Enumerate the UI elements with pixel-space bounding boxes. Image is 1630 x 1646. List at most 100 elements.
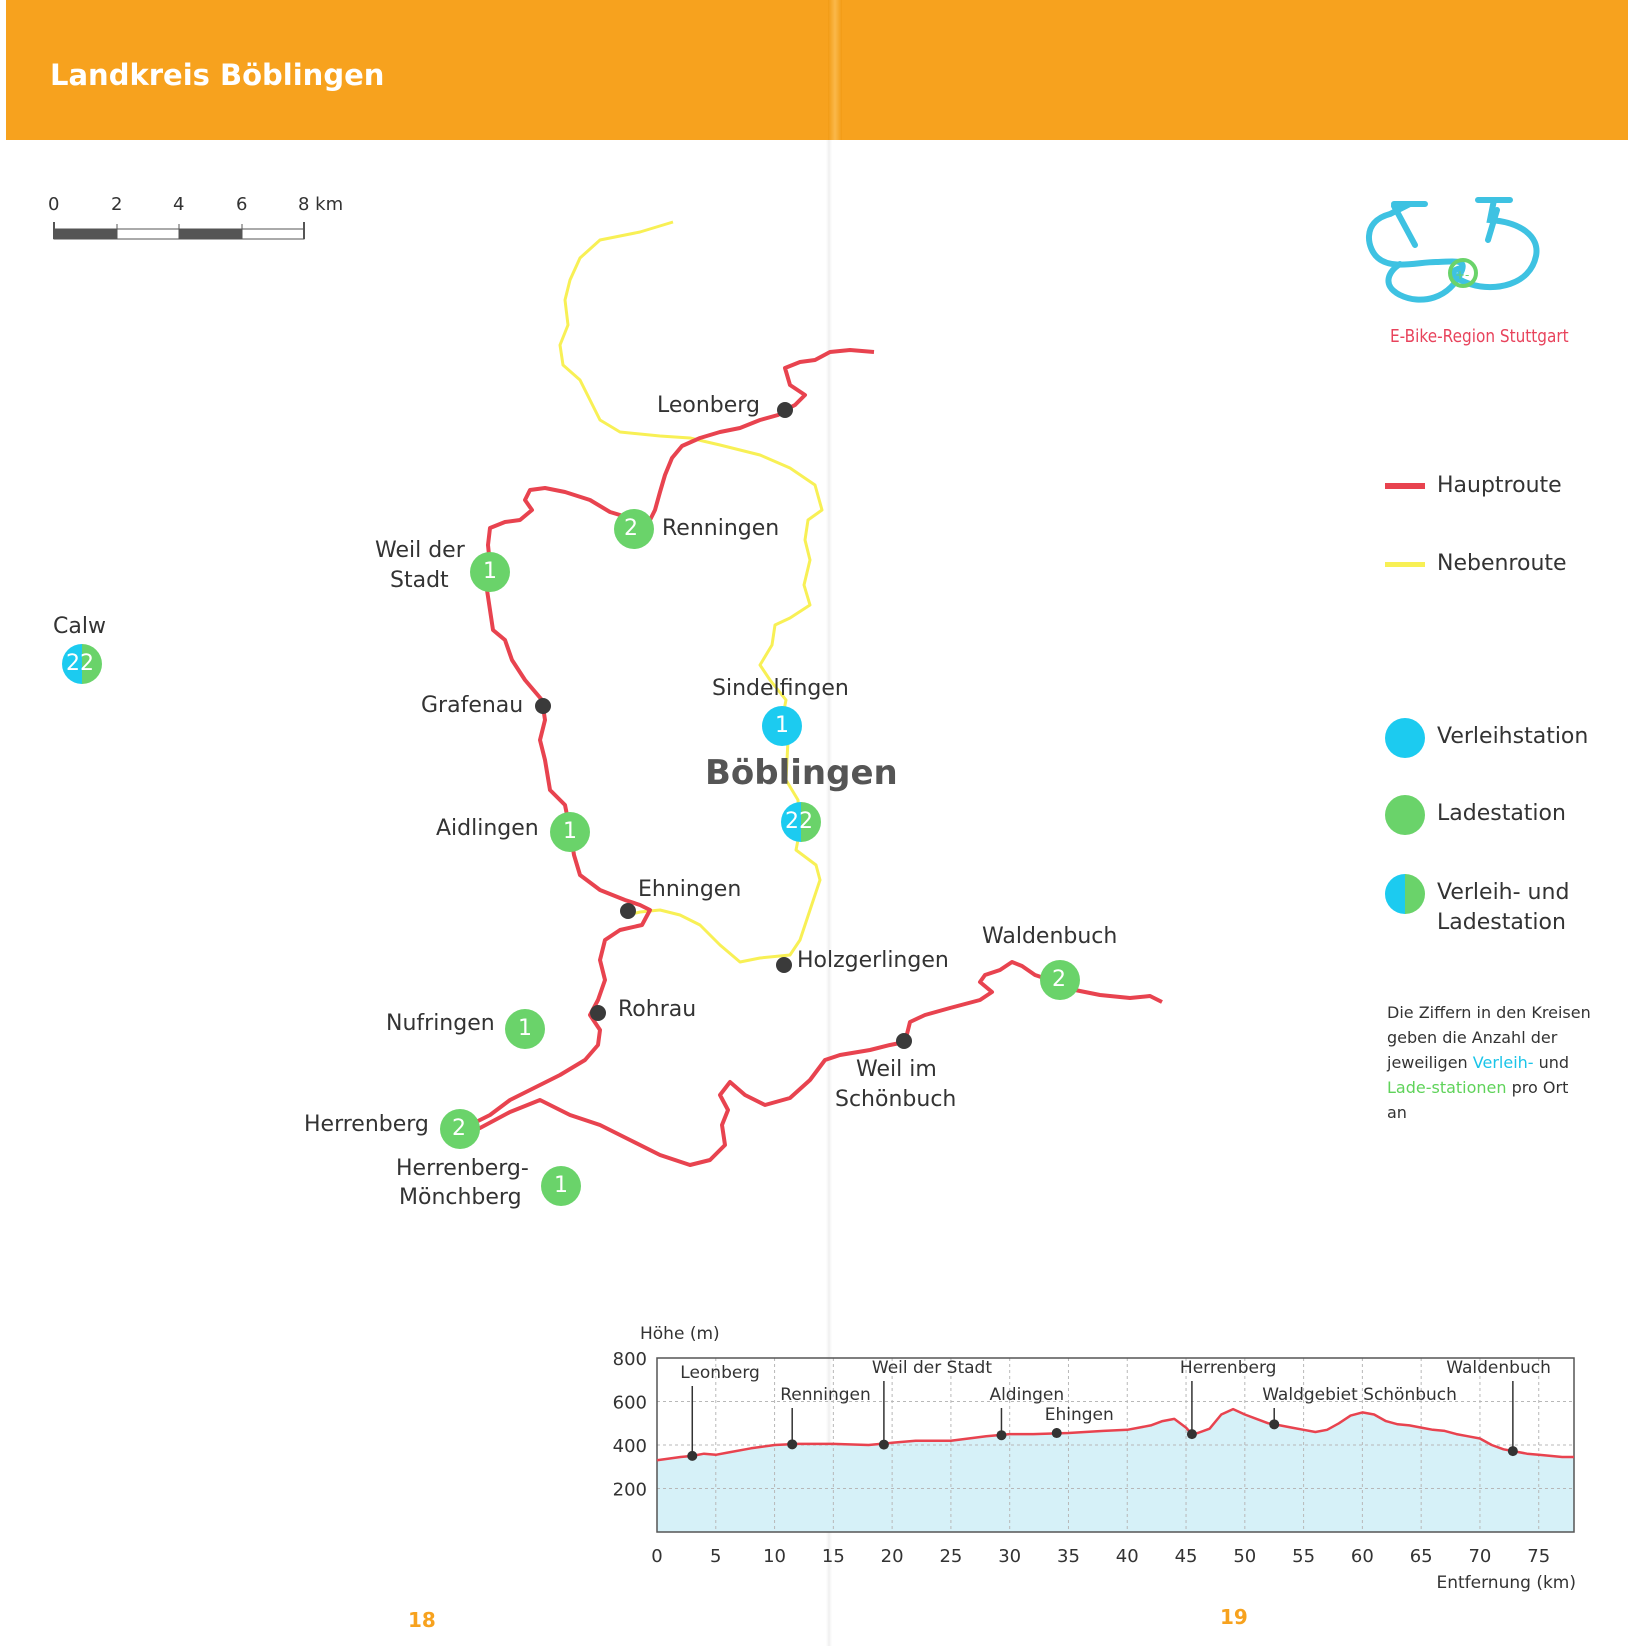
profile-x-tick-label: 35: [1057, 1546, 1080, 1567]
station-count: 1: [554, 1173, 568, 1198]
note-verleih: Verleih-: [1472, 1053, 1534, 1072]
profile-x-tick-label: 75: [1527, 1546, 1550, 1567]
station-count: 22: [785, 809, 813, 834]
profile-x-tick-label: 45: [1175, 1546, 1198, 1567]
profile-x-tick-label: 70: [1468, 1546, 1491, 1567]
profile-annotation-label: Aldingen: [989, 1385, 1064, 1405]
profile-marker-dot: [787, 1439, 798, 1450]
profile-annotation-label: Herrenberg: [1180, 1358, 1277, 1378]
scale-tick: 6: [236, 194, 248, 215]
legend-swatch-hauptroute: [1385, 483, 1425, 489]
station-count: 1: [775, 713, 789, 738]
place-label-herrenberg-moenchberg: Mönchberg: [399, 1185, 522, 1210]
profile-line: [656, 1407, 1574, 1462]
note-lade: Lade-stationen: [1387, 1078, 1507, 1097]
legend-swatch-verleih: [1385, 718, 1425, 758]
profile-y-tick-label: 600: [613, 1393, 647, 1414]
scale-tick: 2: [111, 194, 123, 215]
station-count: 2: [452, 1116, 466, 1141]
profile-annotation-label: Waldgebiet Schönbuch: [1262, 1385, 1457, 1405]
profile-marker-dot: [1186, 1429, 1197, 1440]
profile-x-tick-label: 0: [651, 1546, 662, 1567]
profile-x-tick-label: 65: [1410, 1546, 1433, 1567]
legend-label-ladestation: Ladestation: [1437, 801, 1566, 826]
station-count: 1: [518, 1016, 532, 1041]
town-dot-grafenau: [535, 698, 551, 714]
profile-x-tick-label: 30: [998, 1546, 1021, 1567]
place-label-grafenau: Grafenau: [421, 693, 524, 718]
place-label-ehningen: Ehningen: [638, 877, 742, 902]
page-number-left: 18: [408, 1608, 436, 1632]
town-dot-leonberg: [777, 402, 793, 418]
place-label-rohrau: Rohrau: [618, 997, 697, 1022]
place-label-aidlingen: Aidlingen: [436, 816, 539, 841]
profile-y-tick-label: 800: [613, 1349, 647, 1370]
nebenroute-line: [558, 220, 824, 964]
note-text: Die Ziffern in den Kreisen geben die Anz…: [1387, 1003, 1591, 1072]
profile-annotation-label: Ehingen: [1045, 1405, 1114, 1425]
note-text: pro Ort an: [1387, 1078, 1569, 1122]
place-label-calw: Calw: [53, 614, 106, 639]
profile-annotation-label: Leonberg: [680, 1363, 760, 1383]
profile-marker-dot: [878, 1439, 889, 1450]
logo-caption: E-Bike-Region Stuttgart: [1390, 326, 1569, 347]
place-label-sindelfingen: Sindelfingen: [712, 676, 849, 701]
place-label-weil-im-schoenbuch: Weil im: [856, 1057, 937, 1082]
station-count: 1: [483, 559, 497, 584]
note-text: und: [1533, 1053, 1570, 1072]
profile-marker-dot: [1507, 1446, 1518, 1457]
place-label-boeblingen: Böblingen: [705, 753, 898, 793]
profile-x-tick-label: 10: [763, 1546, 786, 1567]
profile-x-tick-label: 60: [1351, 1546, 1374, 1567]
place-label-holzgerlingen: Holzgerlingen: [797, 948, 949, 973]
place-label-nufringen: Nufringen: [386, 1011, 495, 1036]
profile-x-tick-label: 20: [881, 1546, 904, 1567]
svg-text:+-: +-: [1455, 268, 1469, 282]
place-label-weil-der-stadt: Stadt: [390, 568, 449, 593]
profile-y-axis-label: Höhe (m): [640, 1324, 720, 1344]
town-dot-rohrau: [590, 1005, 606, 1021]
station-count: 22: [66, 651, 94, 676]
place-label-weil-der-stadt: Weil der: [375, 538, 465, 563]
scale-tick: 0: [48, 194, 60, 215]
profile-y-tick-label: 200: [613, 1480, 647, 1501]
station-count: 2: [624, 516, 638, 541]
profile-area: [657, 1409, 1574, 1532]
profile-x-axis-label: Entfernung (km): [1436, 1573, 1576, 1593]
profile-marker-dot: [996, 1430, 1007, 1441]
town-dot-ehningen: [620, 903, 636, 919]
place-label-weil-im-schoenbuch: Schönbuch: [835, 1087, 957, 1112]
profile-x-tick-label: 5: [710, 1546, 721, 1567]
legend-note: Die Ziffern in den Kreisen geben die Anz…: [1387, 1000, 1592, 1125]
profile-x-tick-label: 40: [1116, 1546, 1139, 1567]
legend-swatch-both: [1385, 874, 1405, 914]
scale-tick: 8 km: [298, 194, 344, 215]
place-label-herrenberg-moenchberg: Herrenberg-: [396, 1156, 529, 1181]
profile-x-tick-label: 25: [939, 1546, 962, 1567]
legend-label-verleih-lade: Verleih- und: [1437, 880, 1570, 905]
station-count: 1: [563, 819, 577, 844]
place-label-waldenbuch: Waldenbuch: [982, 924, 1118, 949]
profile-marker-dot: [1051, 1428, 1062, 1439]
place-label-renningen: Renningen: [662, 516, 780, 541]
profile-annotation-label: Weil der Stadt: [872, 1358, 992, 1378]
legend-swatch-nebenroute: [1385, 562, 1425, 567]
page-number-right: 19: [1220, 1605, 1248, 1629]
page-fold: [828, 0, 842, 140]
header-band: [6, 0, 1628, 140]
place-label-herrenberg: Herrenberg: [304, 1112, 429, 1137]
town-dot-weil-im-schoenbuch: [896, 1033, 912, 1049]
profile-x-tick-label: 55: [1292, 1546, 1315, 1567]
legend-label-verleih-lade: Ladestation: [1437, 910, 1566, 935]
page-fold-body: [826, 140, 832, 1646]
legend-label-hauptroute: Hauptroute: [1437, 473, 1562, 498]
legend-label-nebenroute: Nebenroute: [1437, 551, 1567, 576]
station-count: 2: [1052, 967, 1066, 992]
profile-x-tick-label: 50: [1233, 1546, 1256, 1567]
profile-frame: [656, 1357, 1575, 1533]
